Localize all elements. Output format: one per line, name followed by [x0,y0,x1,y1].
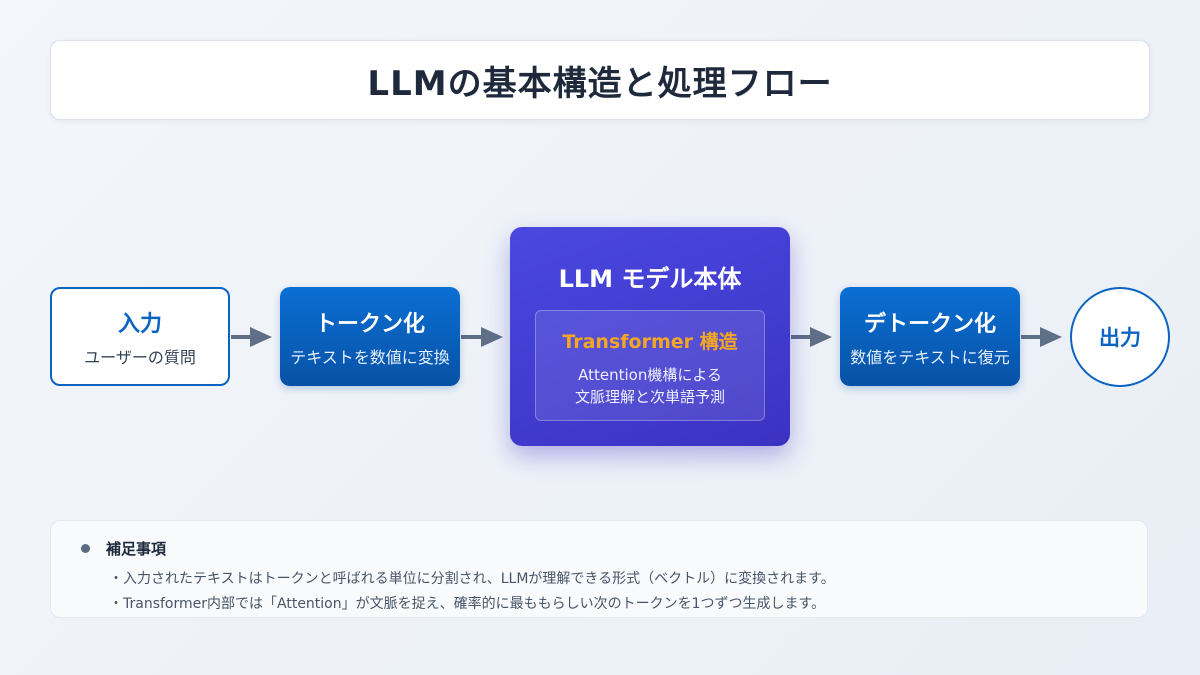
tokenize-node-title: トークン化 [314,311,425,337]
transformer-desc-line-1: Attention機構による [578,366,722,384]
output-node-title: 出力 [1099,326,1141,350]
transformer-desc-line-2: 文脈理解と次単語予測 [574,388,725,406]
bullet-dot-icon [81,544,90,553]
notes-line-2: ・Transformer内部では「Attention」が文脈を捉え、確率的に最も… [109,596,826,612]
detokenize-node: デトークン化 数値をテキストに復元 [840,287,1020,386]
arrow-detoken-to-output [1021,327,1062,347]
detokenize-node-title: デトークン化 [863,311,996,337]
transformer-description: Attention機構による 文脈理解と次単語予測 [536,364,764,408]
input-node-subtitle: ユーザーの質問 [84,347,196,367]
title-banner: LLMの基本構造と処理フロー [50,40,1150,120]
notes-line-1: ・入力されたテキストはトークンと呼ばれる単位に分割され、LLMが理解できる形式（… [109,571,835,587]
arrow-input-to-token [231,327,272,347]
notes-header: 補足事項 [81,538,166,559]
detokenize-node-subtitle: 数値をテキストに復元 [850,347,1010,367]
output-node: 出力 [1070,287,1170,387]
arrow-token-to-model [461,327,503,347]
input-node: 入力 ユーザーの質問 [50,287,230,386]
llm-model-node: LLM モデル本体 Transformer 構造 Attention機構による … [510,227,790,446]
notes-panel: 補足事項 ・入力されたテキストはトークンと呼ばれる単位に分割され、LLMが理解で… [50,520,1148,618]
transformer-title: Transformer 構造 [562,331,738,353]
page-title: LLMの基本構造と処理フロー [367,63,833,104]
notes-title: 補足事項 [106,540,167,558]
llm-model-title: LLM モデル本体 [558,265,742,293]
tokenize-node: トークン化 テキストを数値に変換 [280,287,460,386]
transformer-box: Transformer 構造 Attention機構による 文脈理解と次単語予測 [535,310,765,421]
arrow-model-to-detoken [791,327,832,347]
input-node-title: 入力 [117,311,162,337]
tokenize-node-subtitle: テキストを数値に変換 [290,347,450,367]
